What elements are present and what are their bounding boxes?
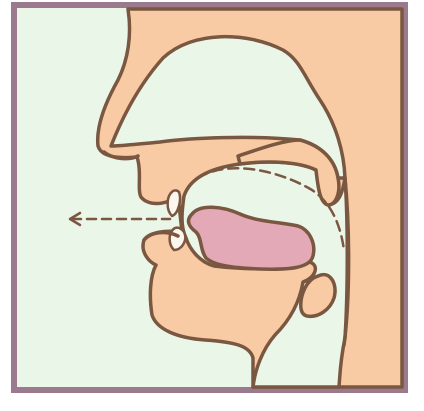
epiglottis bbox=[299, 272, 337, 319]
lower-lip bbox=[142, 230, 180, 242]
airflow-path bbox=[196, 166, 346, 252]
upper-lip bbox=[102, 150, 140, 161]
nasal-cavity bbox=[109, 35, 347, 180]
airflow-arrow-head bbox=[68, 211, 82, 227]
airflow-arrow bbox=[68, 211, 172, 227]
head-cross-section bbox=[95, 7, 404, 389]
palate bbox=[236, 138, 341, 207]
lower-teeth bbox=[168, 226, 187, 252]
pharynx bbox=[342, 176, 351, 347]
upper-teeth bbox=[166, 189, 182, 218]
tongue bbox=[186, 205, 316, 271]
